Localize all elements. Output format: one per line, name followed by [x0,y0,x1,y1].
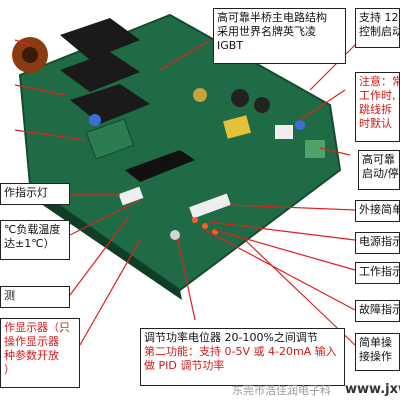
callout-igbt: 高可靠半桥主电路结构 采用世界名牌英飞凌 IGBT [213,8,346,64]
callout-power-led: 电源指示 [355,232,400,254]
callout-display-line-3: 种参数开放 [4,349,59,362]
callout-igbt-line-1: 高可靠半桥主电路结构 [217,11,327,24]
callout-simple-op-line-2: 接操作 [359,350,392,363]
callout-detect: 测 [0,286,70,308]
callout-work-led-left-line-1: 作指示灯 [4,186,48,199]
callout-temp-line-1: ℃负载温度 [4,223,61,236]
callout-temp-line-2: 达±1℃） [4,237,55,250]
callout-potentiometer-line-2: 第二功能：支持 0-5V 或 4-20mA 输入 [144,345,337,358]
callout-note-line-2: 工作时, [359,89,396,102]
callout-igbt-line-3: IGBT [217,39,244,52]
callout-external: 外接简单 [355,200,400,222]
watermark-left: 东莞市浩佳润电子科 [232,384,331,397]
terminal-green [305,140,325,158]
callout-potentiometer-line-3: 做 PID 调节功率 [144,359,225,372]
callout-detect-line-1: 测 [4,289,15,302]
relay-block-1 [60,52,140,92]
callout-note-line-1: 注意：常 [359,75,400,88]
potentiometer-knob [170,230,180,240]
callout-fault-led-line-1: 故障指示 [359,303,400,316]
callout-support-line-2: 控制启动 [359,25,400,38]
callout-note-line-4: 时默认 [359,117,392,130]
callout-display-line-4: ） [4,363,15,376]
watermark-right: www.jxw [345,382,400,397]
callout-igbt-line-2: 采用世界名牌英飞凌 [217,25,316,38]
callout-support: 支持 12 控制启动 [355,8,400,48]
callout-reliable-line-2: 启动/停 [362,167,399,180]
callout-simple-op-line-1: 简单操 [359,336,392,349]
callout-work-led-right-line-1: 工作指示 [359,265,400,278]
relay-block-2 [70,84,150,124]
callout-note: 注意：常 工作时, 跳线拆 时默认 [355,72,400,142]
callout-work-led-right: 工作指示 [355,262,400,284]
callout-support-line-1: 支持 12 [359,11,399,24]
callout-display-line-2: 操作显示器 [4,335,59,348]
callout-reliable-line-1: 高可靠 [362,153,395,166]
capacitor [231,89,249,107]
callout-note-line-3: 跳线拆 [359,103,392,116]
callout-fault-led: 故障指示 [355,300,400,322]
callout-work-led-left: 作指示灯 [0,183,70,205]
transformer [223,115,251,139]
callout-display: 作显示器（只 操作显示器 种参数开放 ） [0,318,80,388]
callout-reliable: 高可靠 启动/停 [358,150,400,190]
callout-potentiometer-line-1: 调节功率电位器 20-100%之间调节 [144,331,318,344]
igbt-module [60,18,140,60]
callout-simple-op: 简单操 接操作 [355,333,400,371]
callout-potentiometer: 调节功率电位器 20-100%之间调节 第二功能：支持 0-5V 或 4-20m… [140,328,345,386]
callout-display-line-1: 作显示器（只 [4,321,70,334]
ic-chip [125,150,195,182]
callout-external-line-1: 外接简单 [359,203,400,216]
callout-power-led-line-1: 电源指示 [359,235,400,248]
callout-temp: ℃负载温度 达±1℃） [0,220,70,260]
connector-white [189,193,231,219]
